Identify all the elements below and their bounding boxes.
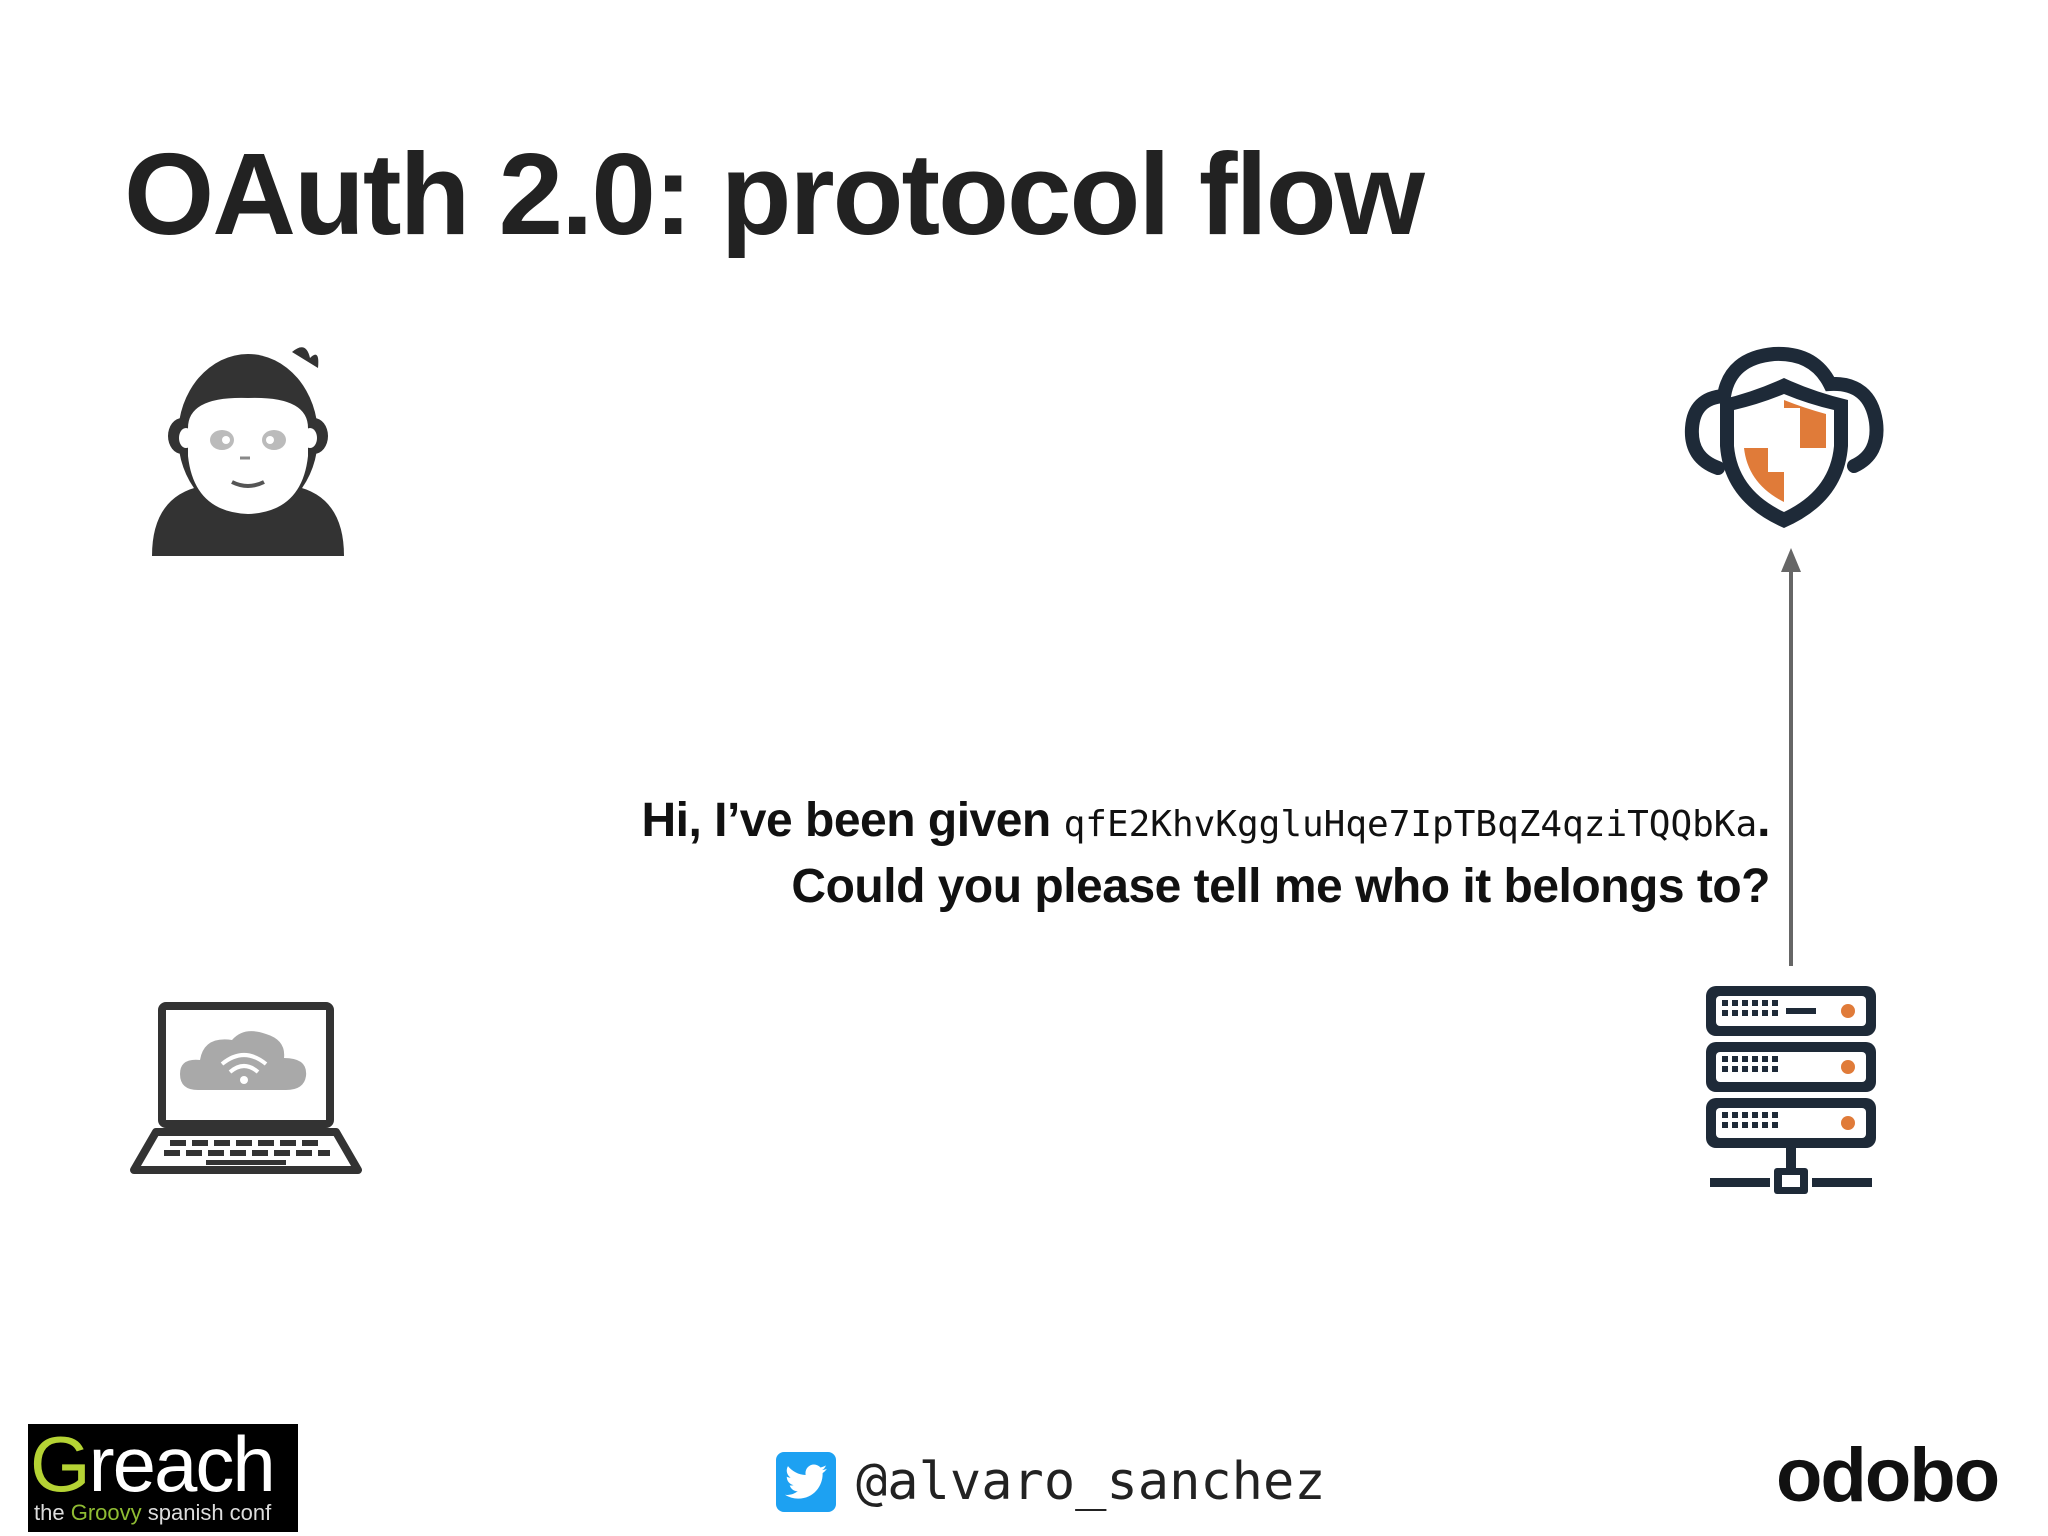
handle-text: @alvaro_sanchez	[856, 1452, 1326, 1512]
user-icon	[152, 347, 344, 556]
greach-logo: Greach the Groovy spanish conf	[28, 1424, 298, 1532]
message-prefix: Hi, I’ve been given	[641, 794, 1051, 847]
server-rack-icon	[1706, 986, 1876, 1194]
twitter-handle: @alvaro_sanchez	[776, 1448, 1326, 1516]
request-arrow	[1781, 548, 1801, 966]
message-period: .	[1757, 794, 1770, 847]
message-line-1: Hi, I’ve been given qfE2KhvKggluHqe7IpTB…	[641, 790, 1770, 856]
greach-wordmark: Greach	[30, 1424, 276, 1508]
cloud-shield-icon	[1684, 346, 1884, 528]
access-token: qfE2KhvKggluHqe7IpTBqZ4qziTQQbKa	[1063, 804, 1758, 845]
laptop-cloud-icon	[130, 1002, 362, 1174]
slide-title: OAuth 2.0: protocol flow	[124, 129, 1425, 259]
message-line-2: Could you please tell me who it belongs …	[791, 860, 1770, 913]
request-message: Hi, I’ve been given qfE2KhvKggluHqe7IpTB…	[641, 790, 1770, 918]
odobo-logo: odobo	[1776, 1433, 2000, 1518]
twitter-icon	[776, 1452, 836, 1512]
greach-tagline: the Groovy spanish conf	[34, 1500, 272, 1525]
